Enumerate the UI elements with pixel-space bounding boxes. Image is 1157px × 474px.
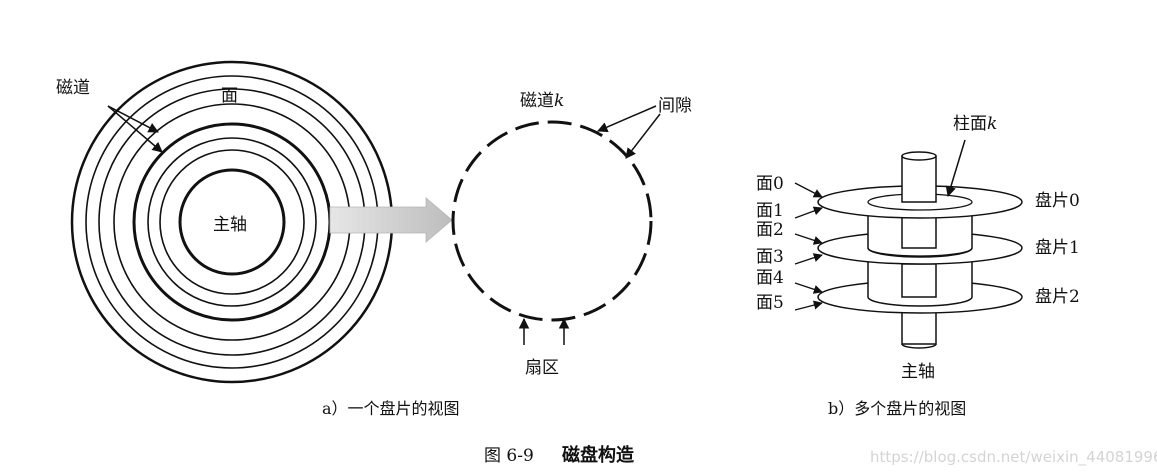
zoom-arrow xyxy=(329,197,453,243)
cylinder-pointer-arrow xyxy=(945,139,966,198)
gap-arrow-1 xyxy=(597,105,657,133)
platter-label-1: 盘片1 xyxy=(1035,238,1080,258)
spindle-segment-1 xyxy=(901,215,937,249)
surface-0-pointer xyxy=(794,182,823,198)
surface-2-pointer xyxy=(794,233,823,245)
gap-arrow-2 xyxy=(625,113,661,159)
surface-5-pointer xyxy=(794,300,823,311)
spindle-top-cap xyxy=(901,151,937,161)
panel-track-detail: 磁道k 间隙 扇区 xyxy=(451,91,692,378)
surface-label: 面 xyxy=(221,86,238,106)
gap-label: 间隙 xyxy=(658,96,692,116)
watermark: https://blog.csdn.net/weixin_44081996 xyxy=(870,448,1157,467)
surface-label-5: 面5 xyxy=(756,293,784,313)
spindle-segment-2 xyxy=(901,263,937,298)
figure-number: 图 6-9 xyxy=(484,446,534,466)
spindle-shaft-lower-bottom xyxy=(901,343,937,349)
surface-label-0: 面0 xyxy=(756,174,784,194)
caption-a: a）一个盘片的视图 xyxy=(322,399,460,418)
panel-b-multiple-platters: 柱面k 面0 面1 面2 面3 面4 面5 盘片0 盘片1 盘片2 主轴 b）多… xyxy=(756,114,1080,418)
track-k-label: 磁道k xyxy=(520,91,564,111)
track-pointer-arrow-2 xyxy=(107,105,163,153)
spindle-shaft-lower xyxy=(901,311,937,345)
surface-1-pointer xyxy=(794,206,823,219)
track-pointer-arrow-1 xyxy=(107,105,159,133)
surface-3-pointer xyxy=(794,253,823,265)
surface-label-4: 面4 xyxy=(756,268,784,288)
spindle-label-a: 主轴 xyxy=(213,215,247,235)
surface-label-1: 面1 xyxy=(756,201,784,221)
spindle-hub xyxy=(178,168,286,276)
figure-caption: 图 6-9 磁盘构造 xyxy=(484,444,634,466)
track-ring-5 xyxy=(147,137,317,307)
caption-b: b）多个盘片的视图 xyxy=(828,399,966,418)
figure-title: 磁盘构造 xyxy=(562,444,634,466)
platter-label-0: 盘片0 xyxy=(1035,191,1080,211)
sector-label: 扇区 xyxy=(525,358,559,378)
track-k-dashed-circle xyxy=(451,120,653,322)
surface-label-2: 面2 xyxy=(756,220,784,240)
platter-label-2: 盘片2 xyxy=(1035,287,1080,307)
panel-a-single-platter: 磁道 面 主轴 a）一个盘片的视图 xyxy=(56,60,460,418)
spindle-label-b: 主轴 xyxy=(901,362,935,382)
surface-label-3: 面3 xyxy=(756,247,784,267)
track-label: 磁道 xyxy=(56,78,90,98)
spindle-shaft-upper xyxy=(901,155,937,203)
cylinder-k-label: 柱面k xyxy=(953,114,997,134)
surface-4-pointer xyxy=(794,282,823,294)
track-ring-6 xyxy=(159,149,305,295)
